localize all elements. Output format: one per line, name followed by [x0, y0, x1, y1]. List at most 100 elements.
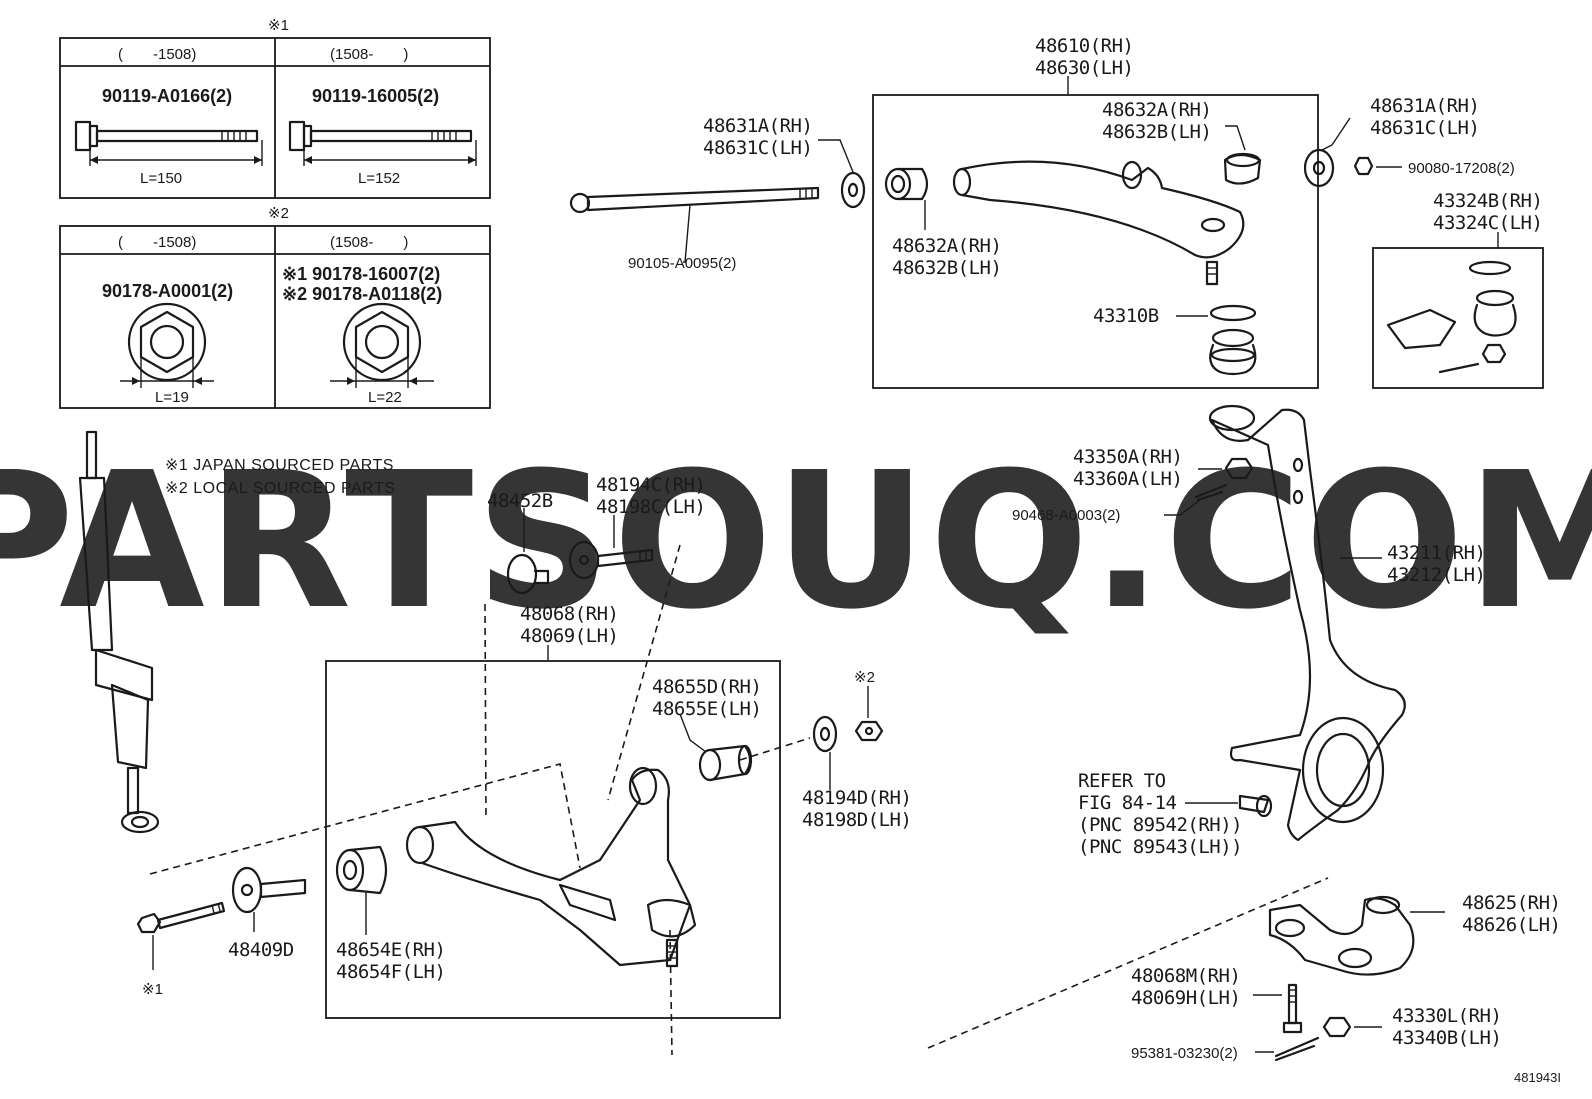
retainer-icon: [506, 553, 550, 595]
table2-col-b-part-2: ※2 90178-A0118(2): [282, 284, 442, 304]
label-cam-right-rh: 48631A(RH): [1370, 95, 1479, 117]
spec-table-2: ※2 ( -1508) (1508- ) 90178-A0001(2) ※1 9…: [59, 205, 491, 409]
flange-nut-b-icon: [330, 302, 434, 388]
spec-table-1: ※1 ( -1508) (1508- ) 90119-A0166(2) 9011…: [59, 17, 491, 199]
label-upper-arm-lh: 48630(LH): [1035, 57, 1133, 79]
label-bush-rear-lh: 48655E(LH): [652, 698, 761, 720]
label-refer-line-1: REFER TO: [1078, 770, 1166, 792]
label-nut-lower-rh: 43330L(RH): [1392, 1005, 1501, 1027]
reference-code: 481943I: [1514, 1070, 1561, 1085]
upper-arm-assembly-box: [872, 94, 1319, 389]
label-cam-bolt-rh: 48194C(RH): [596, 474, 705, 496]
table2-col-b-length: L=22: [368, 389, 402, 406]
label-cam-left-lh: 48631C(LH): [703, 137, 812, 159]
upper-arm-bolt-icon: [569, 186, 820, 214]
label-bush-front-rh: 48654E(RH): [336, 939, 445, 961]
lower-arm-bolt-icon: [1282, 983, 1303, 1034]
flange-nut-a-icon: [120, 302, 214, 388]
label-lower-arm-rh: 48068(RH): [520, 603, 618, 625]
castle-nut-lower-icon: [1322, 1016, 1352, 1038]
lower-long-bolt-icon: [136, 901, 226, 934]
note-japan-sourced: ※1 JAPAN SOURCED PARTS: [165, 457, 394, 474]
label-knuckle-lh: 43212(LH): [1387, 564, 1485, 586]
long-bolt-b-icon: [288, 120, 477, 166]
cam-washer-left-icon: [840, 171, 866, 209]
label-upper-nut: 90080-17208(2): [1408, 160, 1515, 177]
label-knuckle-rh: 43211(RH): [1387, 542, 1485, 564]
label-upper-arm-bolt: 90105-A0095(2): [628, 255, 736, 272]
label-refer-line-4: (PNC 89543(LH)): [1078, 836, 1242, 858]
lower-rear-nut-icon: [854, 720, 884, 742]
label-bush-mid-lh: 48632B(LH): [892, 257, 1001, 279]
label-nut-lower-lh: 43340B(LH): [1392, 1027, 1501, 1049]
label-castle-nut-rh: 43350A(RH): [1073, 446, 1182, 468]
label-retainer: 48452B: [487, 490, 553, 512]
cam-plate-icon: [231, 866, 307, 914]
lower-control-arm-icon: [405, 766, 697, 968]
lower-arm-assembly-box: [325, 660, 781, 1019]
upper-control-arm-icon: [952, 160, 1245, 286]
label-cam-right-lh: 48631C(LH): [1370, 117, 1479, 139]
label-refer-line-2: FIG 84-14: [1078, 792, 1177, 814]
label-bolt-lower-lh: 48069H(LH): [1131, 987, 1240, 1009]
table1-col-a-header: ( -1508): [118, 46, 196, 63]
castle-nut-upper-icon: [1224, 457, 1254, 480]
label-upper-arm-rh: 48610(RH): [1035, 35, 1133, 57]
table1-mark: ※1: [268, 17, 289, 34]
table2-mark: ※2: [268, 205, 289, 222]
table2-col-a-length: L=19: [155, 389, 189, 406]
label-cotter-upper: 90468-A0003(2): [1012, 507, 1120, 524]
table1-col-b-length: L=152: [358, 170, 400, 187]
label-cam-rear-lh: 48198D(LH): [802, 809, 911, 831]
lower-bushing-front-icon: [335, 845, 388, 895]
cam-washer-rear-icon: [812, 715, 838, 753]
cam-bolt-front-icon: [568, 540, 654, 580]
label-nut-mark: ※2: [854, 669, 875, 686]
cotter-pin-lower-icon: [1274, 1036, 1320, 1062]
upper-nut-icon: [1353, 156, 1374, 176]
upper-bushing-front-icon: [884, 167, 929, 201]
table1-col-b-part: 90119-16005(2): [312, 86, 439, 106]
steering-knuckle-icon: [1208, 404, 1406, 842]
label-upper-ball-joint: 43310B: [1093, 305, 1159, 327]
shock-absorber-icon: [78, 430, 160, 834]
label-boot-kit-rh: 43324B(RH): [1433, 190, 1542, 212]
abs-sensor-icon: [1238, 794, 1273, 818]
steering-arm-lower-icon: [1268, 895, 1415, 976]
table1-col-b-header: (1508- ): [330, 46, 408, 63]
label-bush-top-lh: 48632B(LH): [1102, 121, 1211, 143]
label-arm-lower-lh: 48626(LH): [1462, 914, 1560, 936]
label-cotter-lower: 95381-03230(2): [1131, 1045, 1238, 1062]
watermark-text: PARTSOUQ.COM: [0, 432, 1592, 651]
label-cam-plate: 48409D: [228, 939, 294, 961]
table2-col-a-part: 90178-A0001(2): [102, 281, 233, 301]
boot-kit-box: [1372, 247, 1544, 389]
label-arm-lower-rh: 48625(RH): [1462, 892, 1560, 914]
table1-col-a-part: 90119-A0166(2): [102, 86, 232, 106]
label-bolt-lower-rh: 48068M(RH): [1131, 965, 1240, 987]
label-bolt-mark: ※1: [142, 981, 163, 998]
table1-col-a-length: L=150: [140, 170, 182, 187]
note-local-sourced: ※2 LOCAL SOURCED PARTS: [165, 480, 395, 497]
long-bolt-a-icon: [74, 120, 263, 166]
label-cam-rear-rh: 48194D(RH): [802, 787, 911, 809]
table2-col-b-part-1: ※1 90178-16007(2): [282, 264, 440, 284]
label-lower-arm-lh: 48069(LH): [520, 625, 618, 647]
label-refer-line-3: (PNC 89542(RH)): [1078, 814, 1242, 836]
label-boot-kit-lh: 43324C(LH): [1433, 212, 1542, 234]
label-bush-rear-rh: 48655D(RH): [652, 676, 761, 698]
upper-bushing-rear-icon: [1223, 152, 1262, 185]
lower-bushing-rear-icon: [698, 744, 753, 782]
label-cam-left-rh: 48631A(RH): [703, 115, 812, 137]
cam-washer-right-icon: [1303, 148, 1335, 188]
upper-ball-joint-boot-icon: [1209, 304, 1257, 376]
cotter-pin-upper-icon: [1194, 483, 1228, 502]
label-bush-top-rh: 48632A(RH): [1102, 99, 1211, 121]
label-cam-bolt-lh: 48198C(LH): [596, 496, 705, 518]
table2-col-a-header: ( -1508): [118, 234, 196, 251]
label-castle-nut-lh: 43360A(LH): [1073, 468, 1182, 490]
boot-kit-parts-icon: [1386, 260, 1517, 374]
table2-col-b-header: (1508- ): [330, 234, 408, 251]
label-bush-front-lh: 48654F(LH): [336, 961, 445, 983]
